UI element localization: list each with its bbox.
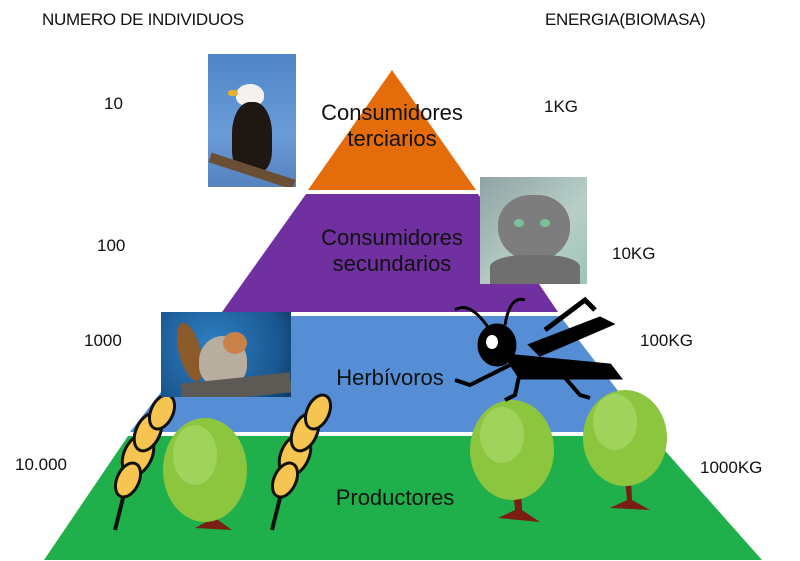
biomass-tertiary: 1KG [544,97,579,116]
level-label-line2: terciarios [347,126,437,151]
tree-icon [583,390,667,510]
pyramid-level-secondary [222,194,558,312]
bald-eagle-photo [208,54,296,187]
biomass-secondary: 10KG [612,244,656,263]
column-header-individuals: NUMERO DE INDIVIDUOS [42,10,244,29]
individuals-secondary: 100 [97,236,126,255]
level-label-secondary: Consumidores secundarios [292,225,492,277]
level-label-herbivores: Herbívoros [336,365,444,390]
biomass-producers: 1000KG [700,458,763,477]
individuals-herbivores: 1000 [84,331,122,350]
tabby-cat-photo [480,177,587,284]
level-label-line2: secundarios [332,251,452,276]
biomass-herbivores: 100KG [640,331,693,350]
tree-icon [163,418,247,530]
squirrel-photo [161,312,291,397]
grasshopper-icon [454,296,624,402]
level-label-line1: Consumidores [321,225,463,250]
individuals-producers: 10.000 [15,455,67,474]
level-label-tertiary: Consumidores terciarios [292,100,492,152]
column-header-biomass: ENERGIA(BIOMASA) [545,10,706,29]
wheat-icon [113,393,177,531]
level-label-producers: Productores [335,485,455,510]
wheat-icon [270,393,333,531]
tree-icon [470,400,554,522]
individuals-tertiary: 10 [104,94,123,113]
pyramid-level-tertiary [308,70,476,190]
level-label-line1: Consumidores [321,100,463,125]
